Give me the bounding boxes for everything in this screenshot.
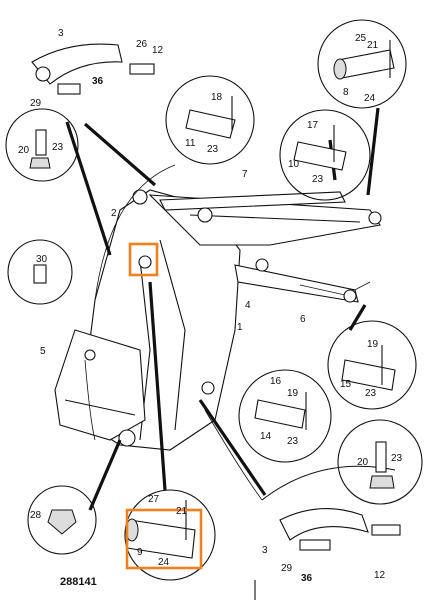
callout-29: 29 <box>30 98 42 109</box>
detail-circle-pin-11 <box>165 75 255 165</box>
callout-26: 26 <box>136 39 148 50</box>
callout-36: 36 <box>92 76 104 87</box>
callout-7: 7 <box>242 169 248 180</box>
callout-3: 3 <box>58 28 64 39</box>
detail-circle-pin-14 <box>238 369 332 463</box>
callout-23: 23 <box>52 142 64 153</box>
callout-23: 23 <box>207 144 219 155</box>
callout-3: 3 <box>262 545 268 556</box>
callout-9: 9 <box>137 547 143 558</box>
detail-circle-pin-10 <box>279 109 371 201</box>
callout-19: 19 <box>287 388 299 399</box>
highlight-box-pin-9 <box>125 508 203 570</box>
callout-28: 28 <box>30 510 42 521</box>
callout-17: 17 <box>307 120 319 131</box>
callout-5: 5 <box>40 346 46 357</box>
callout-19: 19 <box>367 339 379 350</box>
callout-12: 12 <box>152 45 164 56</box>
top-link-3 <box>31 43 155 95</box>
callout-23: 23 <box>365 388 377 399</box>
highlight-box-pivot <box>128 242 159 277</box>
callout-14: 14 <box>260 431 272 442</box>
callout-10: 10 <box>288 159 300 170</box>
callout-20: 20 <box>18 145 30 156</box>
callout-15: 15 <box>340 379 352 390</box>
callout-23: 23 <box>312 174 324 185</box>
wheel-outline <box>84 164 263 501</box>
callout-11: 11 <box>185 138 196 149</box>
callout-12: 12 <box>374 570 386 581</box>
callout-25: 25 <box>355 33 367 44</box>
callout-23: 23 <box>391 453 403 464</box>
callout-20: 20 <box>357 457 369 468</box>
callout-36: 36 <box>301 573 313 584</box>
callout-24: 24 <box>364 93 376 104</box>
callout-23: 23 <box>287 436 299 447</box>
callout-1: 1 <box>237 322 243 333</box>
callout-4: 4 <box>245 300 251 311</box>
callout-24: 24 <box>158 557 170 568</box>
callout-29: 29 <box>281 563 293 574</box>
callout-labels: 3 26 12 36 29 20 23 25 21 8 24 18 11 23 … <box>18 28 403 584</box>
figure-number: 288141 <box>60 576 97 588</box>
callout-18: 18 <box>211 92 223 103</box>
callout-21: 21 <box>367 40 379 51</box>
detail-circle-bolt-20 <box>5 108 79 182</box>
callout-16: 16 <box>270 376 282 387</box>
loader-arm-assembly <box>54 189 382 451</box>
callout-30: 30 <box>36 254 48 265</box>
detail-circle-fitting-28 <box>27 485 97 555</box>
detail-circle-fitting-30 <box>7 239 73 305</box>
callout-8: 8 <box>343 87 349 98</box>
callout-6: 6 <box>300 314 306 325</box>
callout-21: 21 <box>176 506 188 517</box>
detail-circle-bolt-20b <box>337 419 423 505</box>
detail-circle-pin-15 <box>327 320 417 410</box>
detail-circle-pin-8 <box>317 19 407 109</box>
callout-2: 2 <box>111 208 117 219</box>
callout-27: 27 <box>148 494 160 505</box>
